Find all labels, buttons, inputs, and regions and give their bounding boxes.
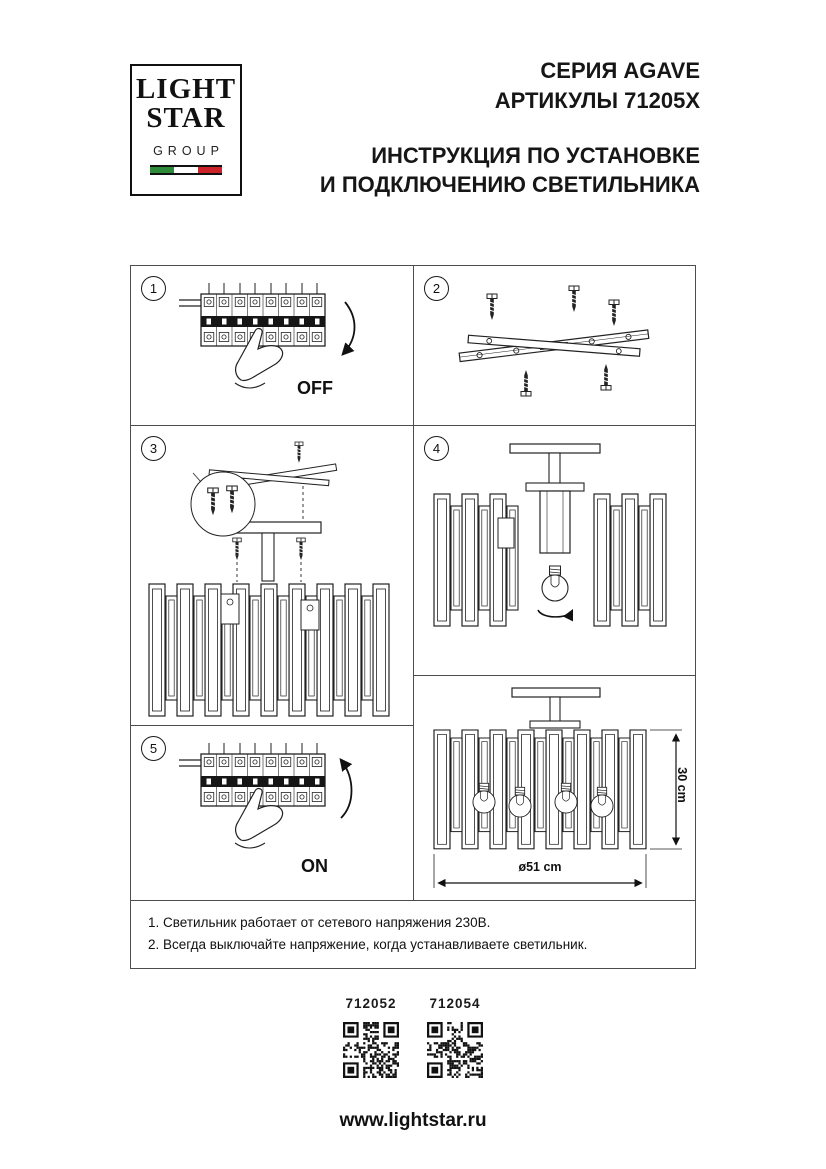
logo-word-light: LIGHT	[135, 73, 237, 105]
note-2: 2. Всегда выключайте напряжение, когда у…	[148, 937, 588, 952]
step-2-number: 2	[424, 276, 449, 301]
circuit-breaker-off-diagram	[131, 266, 356, 424]
product-code-2: 712054	[429, 996, 481, 1011]
lamp-assembly-diagram	[148, 441, 390, 717]
italy-flag-icon	[150, 165, 222, 175]
circuit-breaker-on-diagram	[131, 726, 353, 899]
step-3-cell: 3	[131, 426, 414, 726]
header: СЕРИЯ AGAVE АРТИКУЛЫ 71205X ИНСТРУКЦИЯ П…	[296, 56, 700, 199]
safety-notes: 1. Светильник работает от сетевого напря…	[131, 901, 695, 970]
step-4-cell: 4	[414, 426, 696, 676]
product-712054: 712054	[426, 996, 484, 1078]
product-712052: 712052	[342, 996, 400, 1078]
step-1-number: 1	[141, 276, 166, 301]
logo-word-group: GROUP	[153, 144, 224, 158]
note-1: 1. Светильник работает от сетевого напря…	[148, 915, 491, 930]
qr-code-712054-icon	[427, 1022, 483, 1078]
height-dimension-label: 30 cm	[675, 767, 689, 803]
step-4-number: 4	[424, 436, 449, 461]
website-link: www.lightstar.ru	[339, 1110, 487, 1131]
step-3-number: 3	[141, 436, 166, 461]
off-label: OFF	[297, 378, 333, 398]
logo-word-star: STAR	[146, 102, 226, 134]
instruction-title-line2: И ПОДКЛЮЧЕНИЮ СВЕТИЛЬНИКА	[319, 172, 700, 197]
lightstar-logo: LIGHT STAR GROUP	[130, 64, 242, 196]
step-5-cell: 5 ON	[131, 726, 414, 901]
series-title: СЕРИЯ AGAVE	[540, 58, 700, 83]
articles-line: АРТИКУЛЫ 71205X	[494, 88, 700, 113]
product-codes: 712052 712054	[0, 996, 826, 1078]
instruction-grid: 1 OFF 2	[130, 265, 696, 969]
diameter-dimension-label: ø51 cm	[518, 860, 562, 874]
lamp-dimensions-diagram	[433, 687, 682, 888]
bulb-installation-diagram	[433, 443, 667, 627]
product-code-1: 712052	[345, 996, 397, 1011]
on-label: ON	[301, 856, 328, 876]
step-1-cell: 1 OFF	[131, 266, 414, 426]
dimensions-cell: 30 cm ø51 cm	[414, 676, 696, 901]
step-5-number: 5	[141, 736, 166, 761]
qr-code-712052-icon	[343, 1022, 399, 1078]
mounting-bracket-diagram	[458, 285, 650, 397]
step-2-cell: 2	[414, 266, 696, 426]
instruction-title-line1: ИНСТРУКЦИЯ ПО УСТАНОВКЕ	[371, 143, 700, 168]
